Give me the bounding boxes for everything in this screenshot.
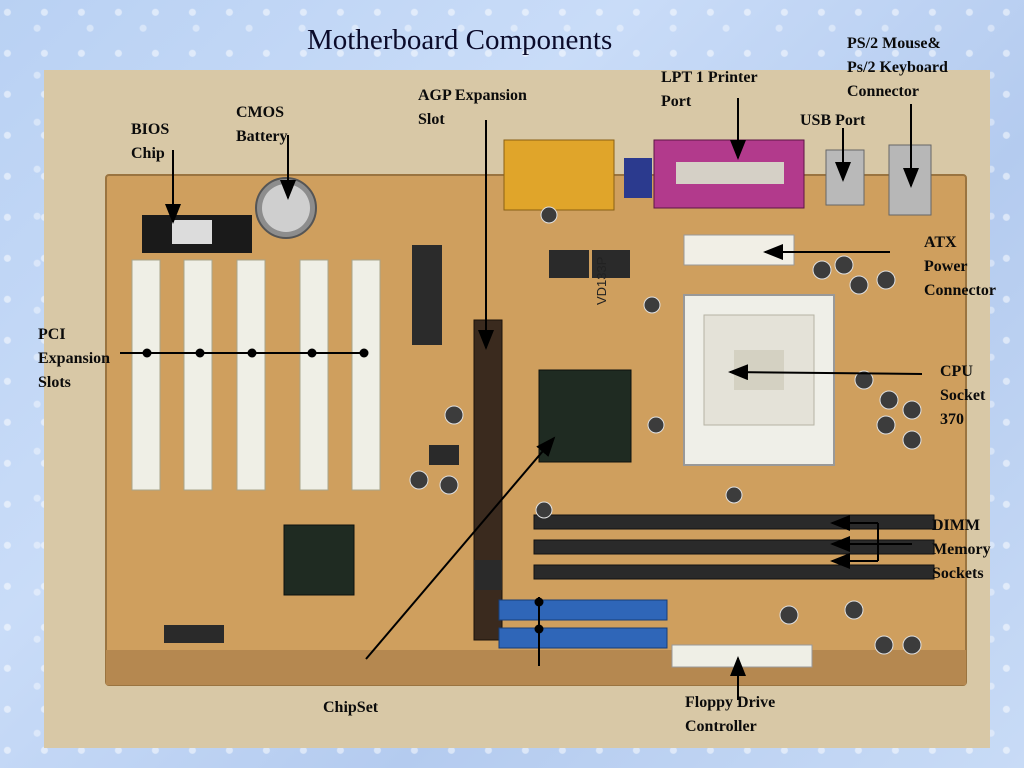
label-bios-chip: BIOS Chip	[131, 121, 170, 162]
label-atx-power: ATX Power Connector	[924, 234, 996, 299]
chipset-south	[283, 524, 355, 596]
motherboard-illustration	[44, 70, 990, 748]
label-chipset: ChipSet	[323, 699, 379, 716]
motherboard-photo: VD133P	[44, 70, 990, 748]
pci-slots	[131, 259, 381, 491]
leader-cpu	[728, 364, 923, 381]
leader-chipset	[365, 436, 556, 660]
label-agp-slot: AGP Expansion Slot	[418, 87, 527, 128]
label-lpt-port: LPT 1 Printer Port	[661, 69, 758, 110]
label-cmos-battery: CMOS Battery	[236, 104, 288, 145]
label-usb-port: USB Port	[800, 112, 866, 129]
label-pci-slots: PCI Expansion Slots	[38, 326, 111, 391]
label-cpu-socket: CPU Socket 370	[940, 363, 986, 428]
label-dimm-sockets: DIMM Memory Sockets	[932, 517, 991, 582]
label-ps2-connector: PS/2 Mouse& Ps/2 Keyboard Connector	[847, 35, 948, 100]
slide-title: Motherboard Components	[307, 24, 613, 56]
label-floppy-controller: Floppy Drive Controller	[685, 694, 776, 735]
serial-connector	[503, 139, 615, 211]
